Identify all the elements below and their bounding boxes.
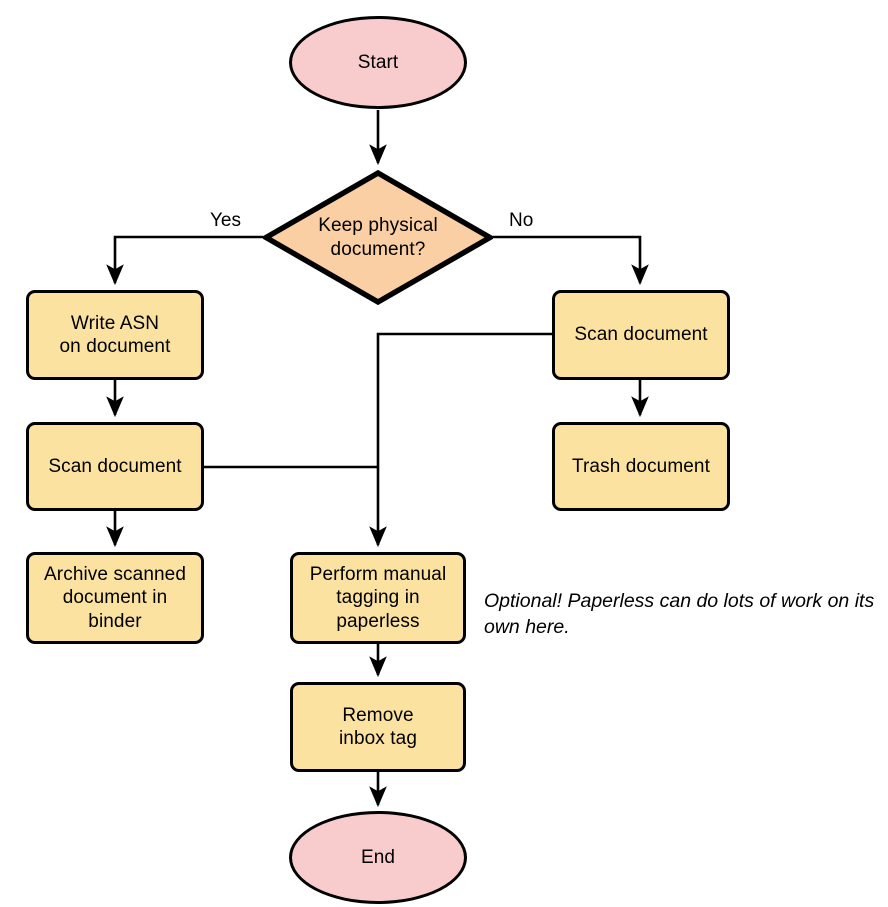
edge-label-yes: Yes [210,210,241,231]
node-archive-label: Archive scanned document in binder [44,564,186,632]
diamond-shape [263,170,493,305]
node-perform-manual-tagging[interactable]: Perform manual tagging in paperless [290,552,466,644]
node-decision-label: Keep physical document? [318,215,438,260]
node-trash-document[interactable]: Trash document [552,422,730,511]
edge-decision-yes-to-write-asn [106,235,263,286]
node-remove-inbox-tag-label: Remove inbox tag [338,704,417,749]
node-scan-document-left-label: Scan document [48,455,182,477]
node-end-label: End [360,846,396,868]
node-manual-tagging-label: Perform manual tagging in paperless [309,564,447,632]
node-start-label: Start [357,51,399,73]
node-trash-document-label: Trash document [572,455,710,477]
node-end[interactable]: End [289,811,467,904]
node-start[interactable]: Start [289,16,467,109]
node-keep-physical-document-decision[interactable]: Keep physical document? [263,170,493,305]
edge-label-no: No [509,210,534,231]
edge-decision-no-to-scan-right [493,235,649,286]
node-scan-document-left[interactable]: Scan document [26,422,204,511]
node-write-asn-on-document[interactable]: Write ASN on document [26,290,204,380]
edge-scan-right-to-manual-tagging [369,332,552,548]
node-remove-inbox-tag[interactable]: Remove inbox tag [290,682,466,772]
annotation-optional-note: Optional! Paperless can do lots of work … [484,590,875,638]
node-write-asn-label: Write ASN on document [59,312,171,357]
node-scan-document-right-label: Scan document [574,324,708,346]
node-archive-scanned-document[interactable]: Archive scanned document in binder [26,552,204,644]
node-scan-document-right[interactable]: Scan document [552,290,730,380]
